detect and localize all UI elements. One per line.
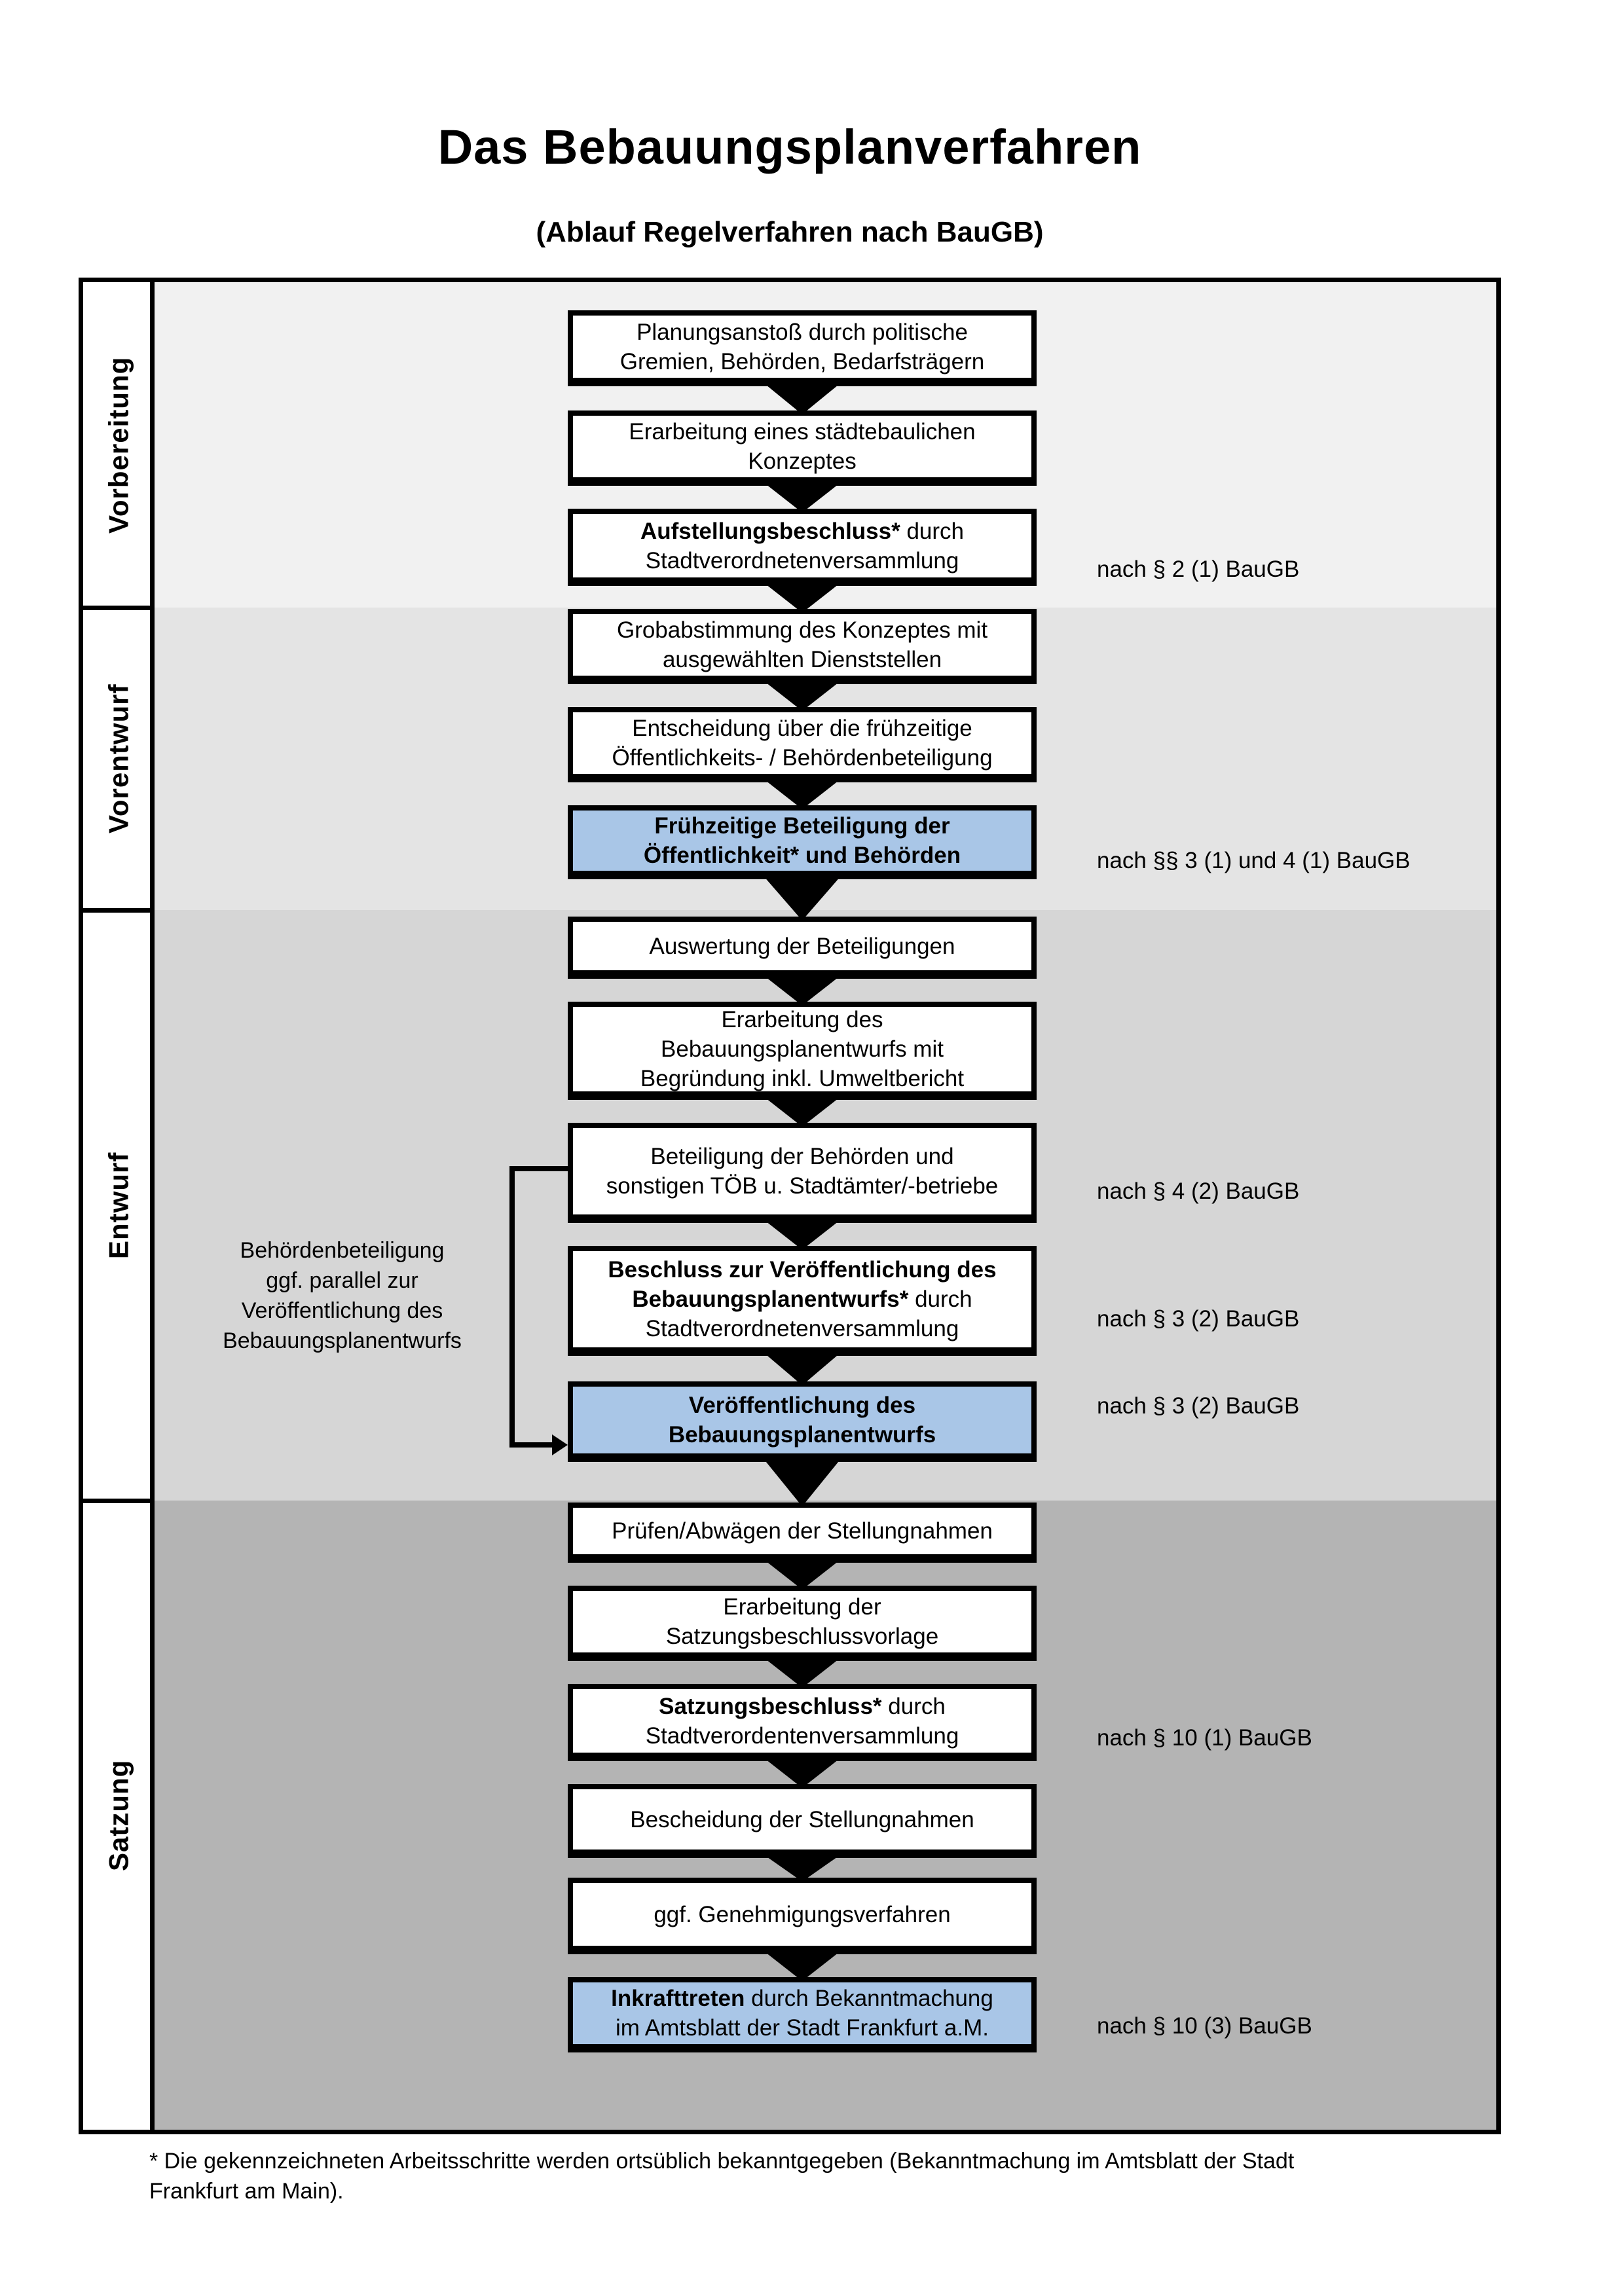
legal-reference: nach § 2 (1) BauGB	[1097, 556, 1300, 582]
flow-box-line: Frühzeitige Beteiligung der	[654, 813, 950, 839]
phase-sidebar	[83, 282, 155, 2130]
sidebar-divider	[83, 908, 155, 913]
flow-box-auswertung-beteiligungen: Auswertung der Beteiligungen	[568, 917, 1037, 979]
flow-arrow-down-icon	[763, 1458, 841, 1506]
flow-arrow-down-icon	[763, 582, 841, 613]
flow-arrow-down-icon	[763, 778, 841, 809]
flow-box-line: Stadtverordentenversammlung	[645, 1722, 959, 1749]
flow-box-line: Konzeptes	[748, 448, 857, 474]
flow-box-line: ausgewählten Dienststellen	[662, 647, 942, 672]
flow-box-line: Grobabstimmung des Konzeptes mit	[616, 617, 988, 643]
flow-box-line: Bebauungsplanentwurfs mit	[661, 1036, 944, 1062]
legal-reference: nach § 3 (2) BauGB	[1097, 1306, 1300, 1332]
flow-box-line: ggf. Genehmigungsverfahren	[654, 1901, 951, 1927]
section-label-vorbereitung: Vorbereitung	[103, 356, 134, 534]
flow-box-line: Beschluss zur Veröffentlichung des	[608, 1257, 997, 1283]
flow-box-pruefen-abwaegen: Prüfen/Abwägen der Stellungnahmen	[568, 1503, 1037, 1563]
flow-box-line: Beteiligung der Behörden und	[650, 1144, 954, 1169]
branch-arrowhead-icon	[552, 1434, 568, 1455]
flow-arrow-down-icon	[763, 975, 841, 1006]
flow-box-line: Bebauungsplanentwurfs	[668, 1422, 936, 1448]
legal-reference: nach § 3 (2) BauGB	[1097, 1393, 1300, 1419]
flow-box-line: Erarbeitung des	[721, 1007, 883, 1032]
flow-box-beteiligung-behoerden: Beteiligung der Behörden und sonstigen TÖ…	[568, 1123, 1037, 1223]
flow-box-genehmigungsverfahren: ggf. Genehmigungsverfahren	[568, 1878, 1037, 1954]
branch-line-bottom	[509, 1442, 553, 1448]
flow-box-line: Veröffentlichung des	[688, 1393, 916, 1418]
flow-arrow-down-icon	[763, 680, 841, 711]
flow-box-line: Bescheidung der Stellungnahmen	[630, 1806, 974, 1832]
flow-box-line: Begründung inkl. Umweltbericht	[640, 1066, 965, 1091]
flow-arrow-down-icon	[763, 1096, 841, 1127]
legal-reference: nach § 4 (2) BauGB	[1097, 1178, 1300, 1204]
legal-reference: nach § 10 (3) BauGB	[1097, 2013, 1312, 2039]
section-label-satzung: Satzung	[103, 1759, 134, 1871]
flow-box-line: Erarbeitung eines städtebaulichen	[629, 419, 976, 445]
flow-arrow-down-icon	[763, 1657, 841, 1688]
flow-box-line: Gremien, Behörden, Bedarfsträgern	[619, 348, 985, 374]
flow-box-line: Bebauungsplanentwurfs* durch	[632, 1286, 972, 1312]
flow-box-line: sonstigen TÖB u. Stadtämter/-betriebe	[606, 1173, 999, 1199]
flow-arrow-down-icon	[763, 1559, 841, 1590]
flow-arrow-down-icon	[763, 482, 841, 513]
flow-box-line: Entscheidung über die frühzeitige	[632, 716, 972, 741]
flow-box-line: Erarbeitung der	[723, 1594, 881, 1620]
footnote: * Die gekennzeichneten Arbeitsschritte w…	[149, 2149, 1295, 2204]
flow-box-grobabstimmung: Grobabstimmung des Konzeptes mit ausgewäh…	[568, 609, 1037, 684]
page-subtitle: (Ablauf Regelverfahren nach BauGB)	[536, 216, 1044, 248]
sidebar-divider	[83, 1499, 155, 1503]
flow-box-inkrafttreten: Inkrafttreten durch Bekanntmachung im Amt…	[568, 1977, 1037, 2052]
flow-box-line: Auswertung der Beteiligungen	[649, 933, 955, 959]
flow-box-line: Satzungsbeschluss* durch	[659, 1693, 946, 1719]
flow-arrow-down-icon	[763, 1219, 841, 1250]
flow-arrow-down-icon	[763, 1352, 841, 1385]
flow-box-line: Aufstellungsbeschluss* durch	[640, 518, 965, 544]
flow-box-bescheidung-stellungnahmen: Bescheidung der Stellungnahmen	[568, 1784, 1037, 1858]
branch-line-vertical	[509, 1166, 515, 1448]
section-label-entwurf: Entwurf	[103, 1152, 134, 1259]
flow-box-line: Stadtverordnetenversammlung	[645, 1316, 959, 1341]
page-title: Das Bebauungsplanverfahren	[437, 120, 1142, 174]
branch-line-top	[509, 1166, 569, 1171]
flow-box-line: Öffentlichkeits- / Behördenbeteiligung	[612, 745, 993, 771]
legal-reference: nach §§ 3 (1) und 4 (1) BauGB	[1097, 848, 1411, 873]
legal-reference: nach § 10 (1) BauGB	[1097, 1725, 1312, 1751]
flow-box-line: Prüfen/Abwägen der Stellungnahmen	[612, 1518, 993, 1544]
flow-box-line: Öffentlichkeit* und Behörden	[643, 843, 961, 868]
flow-arrow-down-icon	[763, 1854, 841, 1882]
section-label-vorentwurf: Vorentwurf	[103, 683, 134, 834]
flow-arrow-down-icon	[763, 382, 841, 414]
flow-box-line: Stadtverordnetenversammlung	[645, 547, 959, 574]
flow-box-line: im Amtsblatt der Stadt Frankfurt a.M.	[616, 2015, 989, 2041]
side-annotation: Behördenbeteiligung ggf. parallel zur Ve…	[223, 1238, 462, 1353]
flow-box-line: Planungsanstoß durch politische	[637, 319, 968, 345]
flow-box-line: Satzungsbeschlussvorlage	[665, 1624, 939, 1649]
flow-arrow-down-icon	[763, 1757, 841, 1788]
flow-arrow-down-icon	[763, 875, 841, 920]
sidebar-divider	[83, 606, 155, 610]
flow-box-line: Inkrafttreten durch Bekanntmachung	[611, 1986, 993, 2011]
flow-arrow-down-icon	[763, 1950, 841, 1981]
